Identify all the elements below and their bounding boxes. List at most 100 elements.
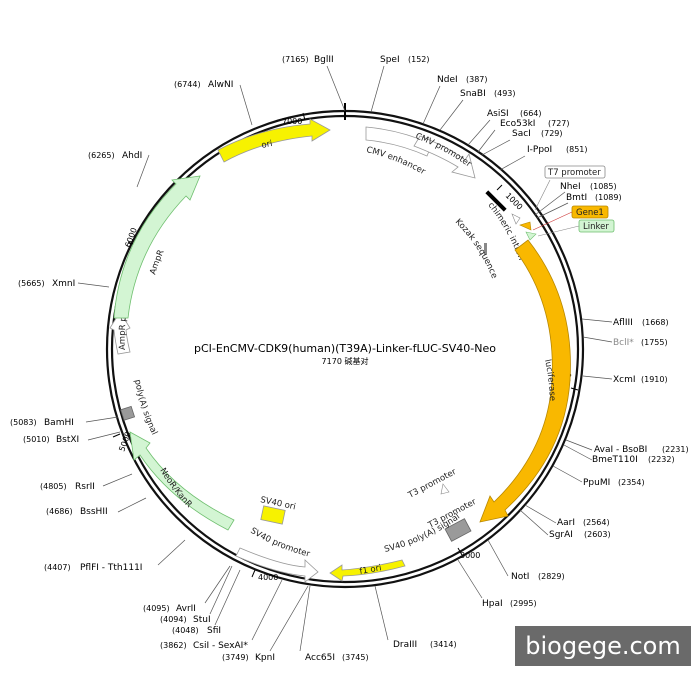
site-nhei[interactable]: NheI [560,182,581,192]
site-pos-i-ppoi: (851) [566,145,588,154]
sv40-polya-box[interactable] [444,518,472,542]
plasmid-title: pCI-EnCMV-CDK9(human)(T39A)-Linker-fLUC-… [194,342,496,355]
ampr-promoter-arrow[interactable] [109,311,131,355]
site-pos-asisi: (664) [520,109,542,118]
site-pos-csii: (3862) [160,641,187,650]
sv40-promoter-arrow[interactable] [235,547,319,583]
t3-promoter-a-mark [440,483,450,495]
t7-promoter-label: T7 promoter [547,168,601,178]
tick-7000: 7000 [282,117,302,126]
site-ppumi[interactable]: PpuMI [583,478,610,488]
site-pos-acc65i: (3745) [342,653,369,662]
neor-kanr-arrow[interactable] [129,431,235,531]
kozak-mark [484,243,487,255]
site-rsrii[interactable]: RsrII [75,482,95,492]
ori-arrow[interactable] [217,118,331,163]
site-pos-bstxi: (5010) [23,435,50,444]
site-stui[interactable]: StuI [193,615,211,625]
site-pos-ahdi: (6265) [88,151,115,160]
site-xmni[interactable]: XmnI [52,279,75,289]
site-pos-pflfi: (4407) [44,563,71,572]
gene1-label: Gene1 [576,208,604,218]
site-pos-nhei: (1085) [590,182,617,191]
site-saci[interactable]: SacI [512,129,531,139]
tick-1000: 1000 [504,191,525,212]
site-pos-noti: (2829) [538,572,565,581]
tick-4000: 4000 [258,573,278,582]
site-bglii[interactable]: BglII [314,55,334,65]
luciferase-arrow[interactable] [479,239,571,523]
site-asisi[interactable]: AsiSI [487,109,509,119]
site-noti[interactable]: NotI [511,572,529,582]
site-pos-avrii: (4095) [143,604,170,613]
site-eco53ki[interactable]: Eco53kI [500,119,535,129]
site-xcmi[interactable]: XcmI [613,375,636,385]
site-bsshii[interactable]: BssHII [80,507,108,517]
site-aari[interactable]: AarI [557,518,575,528]
site-hpai[interactable]: HpaI [482,599,503,609]
site-pos-stui: (4094) [160,615,187,624]
site-snabi[interactable]: SnaBI [460,89,486,99]
watermark: biogege.com [515,626,691,666]
restriction-sites: (7165) BglII SpeI (152) NdeI (387) SnaBI… [10,55,689,663]
site-bstxi[interactable]: BstXI [56,435,79,445]
site-pos-bcli: (1755) [641,338,668,347]
site-pos-sfii: (4048) [172,626,199,635]
plasmid-size: 7170 碱基对 [322,356,369,366]
site-i-ppoi[interactable]: I-PpoI [527,145,552,155]
site-pos-bmet110i: (2232) [648,455,675,464]
site-pos-xcmi: (1910) [641,375,668,384]
f1-ori-arrow[interactable] [329,559,406,582]
site-bmet110i[interactable]: BmeT110I [592,455,638,465]
site-ndei[interactable]: NdeI [437,75,458,85]
site-pos-xmni: (5665) [18,279,45,288]
site-sgrai[interactable]: SgrAI [549,530,573,540]
site-pos-ppumi: (2354) [618,478,645,487]
site-alwni[interactable]: AlwNI [208,80,233,90]
site-bamhi[interactable]: BamHI [44,418,74,428]
ori-label: ori [261,139,274,151]
site-csii-sexai[interactable]: CsiI - SexAI* [193,641,248,651]
site-spei[interactable]: SpeI [380,55,400,65]
site-avrii[interactable]: AvrII [176,604,196,614]
site-afliii[interactable]: AflIII [613,318,633,328]
site-pos-afliii: (1668) [642,318,669,327]
site-avai-bsobi[interactable]: AvaI - BsoBI [594,445,647,455]
site-kpni[interactable]: KpnI [255,653,275,663]
site-pos-rsrii: (4805) [40,482,67,491]
site-bmti[interactable]: BmtI [566,193,587,203]
site-draiii[interactable]: DraIII [393,640,417,650]
site-ahdi[interactable]: AhdI [122,151,142,161]
site-pos-eco53ki: (727) [548,119,570,128]
linker-label: Linker [583,222,609,232]
site-pos-sgrai: (2603) [584,530,611,539]
t3-promoter-a-label: T3 promoter [406,467,459,501]
intron-marker [485,190,507,212]
cmv-promoter-arrow[interactable] [413,135,476,179]
site-sfii[interactable]: SfiI [207,626,221,636]
site-pos-alwni: (6744) [174,80,201,89]
polya-signal-box[interactable] [120,405,136,421]
site-pflfi-tth111i[interactable]: PflFI - Tth111I [80,563,142,573]
site-pos-aari: (2564) [583,518,610,527]
tick-3000: 3000 [460,551,480,560]
t7-promoter-box[interactable] [544,165,606,179]
site-pos-hpai: (2995) [510,599,537,608]
small-arrow-a [511,213,521,225]
site-pos-draiii: (3414) [430,640,457,649]
site-pos-bmti: (1089) [595,193,622,202]
site-bcli[interactable]: BclI* [613,338,634,348]
site-pos-avai-bsobi: (2231) [662,445,689,454]
site-pos-ndei: (387) [466,75,488,84]
ampr-arrow[interactable] [113,175,201,319]
site-pos-bsshii: (4686) [46,507,73,516]
site-pos-spei: (152) [408,55,430,64]
linker-mark [525,231,537,241]
sv40-ori-box[interactable] [260,505,286,525]
site-pos-saci: (729) [541,129,563,138]
site-acc65i[interactable]: Acc65I [305,653,335,663]
ampr-label: AmpR [148,248,166,276]
sv40-promoter-label: SV40 promoter [248,526,311,560]
